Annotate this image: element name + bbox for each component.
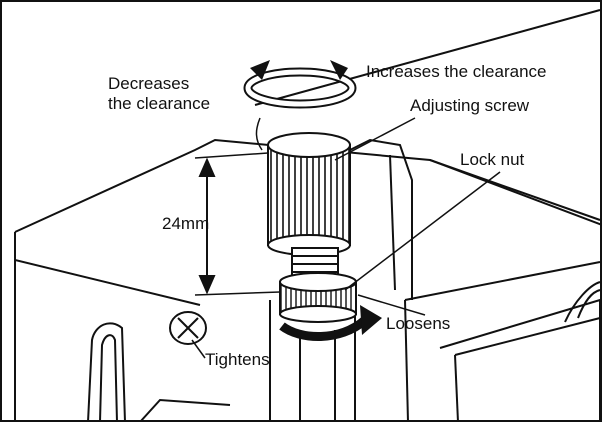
shaft-line [254,9,601,106]
increase-arrow-head [330,60,348,80]
lock-nut [279,272,357,323]
label-lock-nut: Lock nut [460,150,525,169]
dimension-arrow [194,152,281,296]
label-dimension: 24mm [162,214,210,233]
label-decreases-clearance: Decreases the clearance [108,74,211,113]
decrease-arrow-head [250,60,270,80]
loosen-arrow [279,305,382,341]
screw-head-icon [169,311,207,345]
label-loosens: Loosens [386,314,451,333]
label-adjusting-screw: Adjusting screw [410,96,530,115]
label-increases-clearance: Increases the clearance [366,62,547,81]
adjusting-screw-knob [267,132,351,256]
leader-lines [191,117,501,359]
label-tightens: Tightens [205,350,270,369]
rotation-ring [243,60,357,109]
